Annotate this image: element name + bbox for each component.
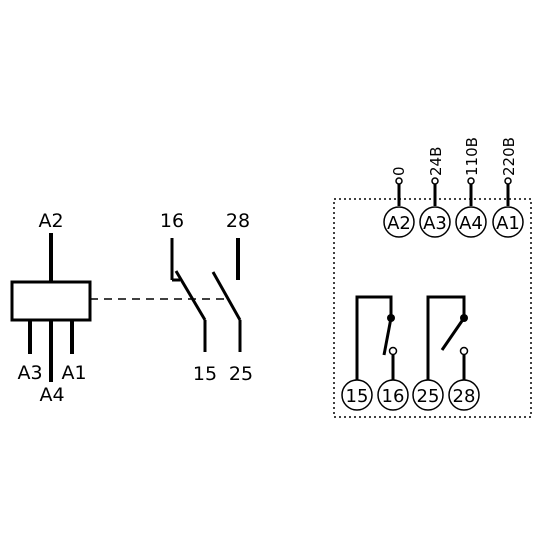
terminal-label-a1: A1 (496, 213, 520, 234)
coil-symbol: A2 A3 A1 A4 (10, 210, 92, 406)
terminal-label-a3: A3 (423, 213, 447, 234)
terminal-15 (341, 379, 373, 411)
terminal-a4 (455, 206, 487, 238)
bottom-terminals: 15 16 25 28 (341, 379, 480, 411)
voltage-label-0: 0 (390, 166, 408, 176)
pin-a4 (467, 177, 475, 185)
terminal-a3 (419, 206, 451, 238)
terminal-label-16: 16 (382, 386, 405, 407)
contact-label-25: 25 (229, 363, 253, 385)
internal-contact-1 (355, 295, 398, 380)
internal-contact-2-pin (459, 346, 469, 356)
pin-a3 (431, 177, 439, 185)
terminal-label-a2: A2 (387, 213, 411, 234)
coil-label-a3: A3 (17, 362, 42, 384)
terminal-label-28: 28 (453, 386, 476, 407)
terminal-16 (377, 379, 409, 411)
coil-label-a1: A1 (61, 362, 86, 384)
terminal-25 (412, 379, 444, 411)
terminal-28 (448, 379, 480, 411)
terminal-block-outline (333, 198, 532, 418)
internal-contact-1-frame (355, 295, 393, 380)
coil-label-a4: A4 (39, 384, 64, 406)
coil-box (10, 280, 92, 322)
coil-label-a2: A2 (38, 210, 63, 232)
internal-contact-1-pin (388, 346, 398, 356)
pin-a1 (504, 177, 512, 185)
terminal-block: 0 24B 110B 220B A2 A3 A4 A1 (333, 137, 532, 418)
internal-contact-2 (426, 295, 469, 380)
top-terminal-pins (395, 177, 512, 206)
contact-2-blade (211, 271, 242, 321)
contact-1-blade (174, 270, 207, 321)
contact-group-2: 28 25 (211, 210, 253, 385)
contact-label-15: 15 (193, 363, 217, 385)
voltage-label-110b: 110B (463, 137, 481, 176)
contact-label-16: 16 (160, 210, 184, 232)
pin-a2 (395, 177, 403, 185)
contact-group-1: 16 15 (160, 210, 217, 385)
terminal-label-25: 25 (417, 386, 440, 407)
terminal-a2 (383, 206, 415, 238)
top-terminals: A2 A3 A4 A1 (383, 206, 524, 238)
contact-label-28: 28 (226, 210, 250, 232)
voltage-label-24b: 24B (427, 147, 445, 176)
internal-contact-2-blade (440, 317, 466, 351)
terminal-label-15: 15 (346, 386, 369, 407)
internal-contact-2-frame (426, 295, 466, 380)
voltage-label-220b: 220B (500, 137, 518, 176)
terminal-a1 (492, 206, 524, 238)
terminal-label-a4: A4 (459, 213, 483, 234)
internal-contact-1-blade (382, 317, 393, 356)
